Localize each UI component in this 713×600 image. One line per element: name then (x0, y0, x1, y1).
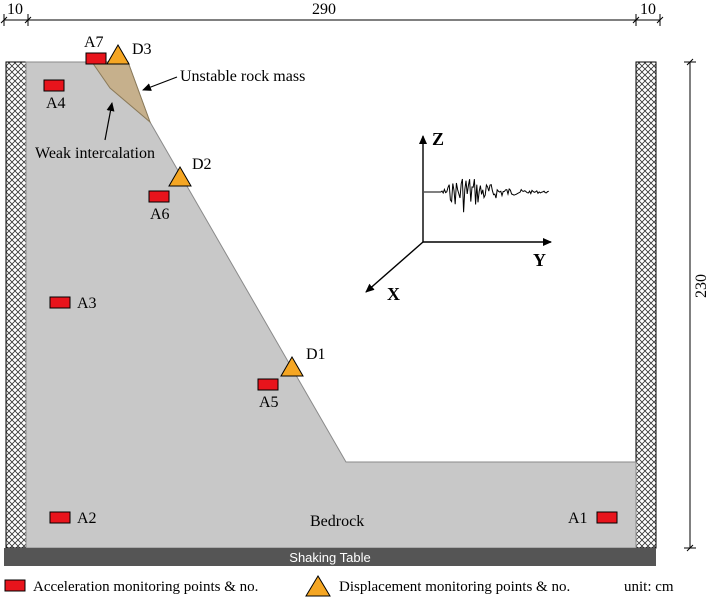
right-dimension: 230 (684, 58, 710, 552)
disp-marker-d3 (106, 44, 130, 65)
weak-intercalation-arrow (104, 102, 115, 141)
accel-label-a4: A4 (46, 95, 66, 112)
unstable-rock-label: Unstable rock mass (180, 68, 305, 85)
bedrock-label: Bedrock (310, 513, 364, 530)
dim-middle: 290 (312, 1, 336, 18)
slope-body (25, 61, 637, 549)
disp-label-d2: D2 (192, 156, 212, 173)
legend: Acceleration monitoring points & no. Dis… (4, 575, 674, 597)
accel-marker-a6 (148, 190, 170, 203)
dim-height: 230 (693, 274, 710, 298)
left-wall (5, 61, 27, 549)
weak-intercalation-label: Weak intercalation (35, 145, 155, 162)
unstable-rock-arrow (142, 76, 178, 91)
legend-accel-marker (4, 579, 26, 592)
accel-label-a6: A6 (150, 206, 170, 223)
legend-disp-marker (305, 575, 331, 597)
x-axis (365, 241, 424, 293)
coordinate-axes: Z Y X (365, 129, 552, 304)
disp-label-d3: D3 (132, 41, 152, 58)
right-wall (635, 61, 657, 549)
y-axis-label: Y (533, 250, 546, 270)
accel-marker-a4 (43, 79, 65, 92)
x-axis-label: X (387, 284, 400, 304)
accel-marker-a7 (85, 52, 107, 65)
accel-label-a1: A1 (568, 510, 588, 527)
disp-marker-d2 (168, 166, 192, 187)
accel-label-a3: A3 (77, 295, 97, 312)
accel-label-a5: A5 (259, 394, 279, 411)
dim-right: 10 (640, 1, 656, 18)
accel-label-a2: A2 (77, 510, 97, 527)
disp-label-d1: D1 (306, 346, 326, 363)
accel-marker-a2 (49, 511, 71, 524)
accel-marker-a5 (257, 378, 279, 391)
z-axis-label: Z (432, 129, 444, 149)
accel-marker-a3 (49, 296, 71, 309)
seismic-waveform (424, 178, 549, 213)
legend-unit: unit: cm (624, 579, 674, 595)
accel-marker-a1 (596, 511, 618, 524)
legend-disp-label: Displacement monitoring points & no. (339, 579, 570, 595)
accel-label-a7: A7 (84, 34, 104, 51)
top-dimension: 10 290 10 (0, 1, 664, 26)
shaking-table (4, 548, 656, 566)
shaking-table-label: Shaking Table (289, 550, 370, 565)
dim-left: 10 (7, 1, 23, 18)
disp-marker-d1 (280, 356, 304, 377)
displacement-points: D1 D2 D3 (106, 41, 326, 377)
legend-accel-label: Acceleration monitoring points & no. (33, 579, 258, 595)
acceleration-points: A1 A2 A3 A4 A5 A6 A7 (43, 34, 618, 527)
